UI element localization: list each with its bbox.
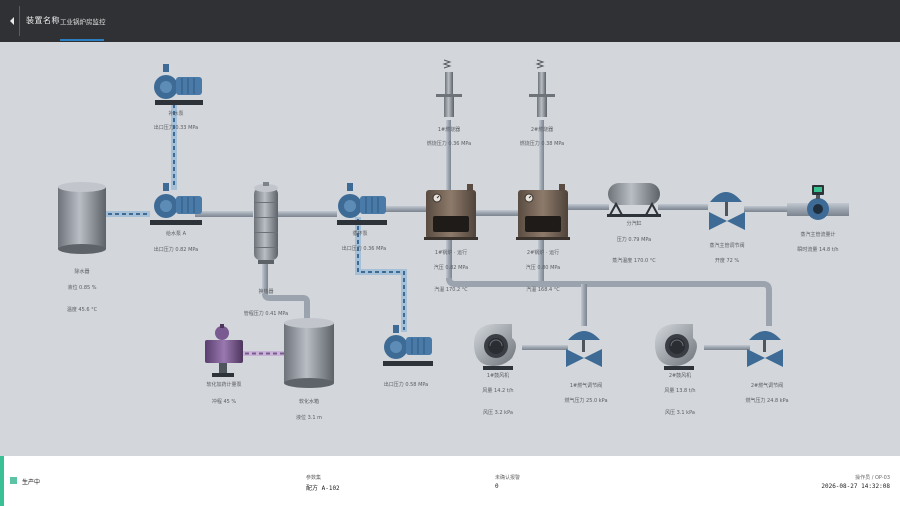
recipe-value: 配方 A-102 [306, 485, 340, 492]
fan2-name: 2#鼓风机 [668, 373, 692, 379]
operator-block: 操作员 / OP-03 2026-08-27 14:32:08 [821, 474, 890, 490]
pump-mid-pressure: 出口压力 0.36 MPa [341, 246, 387, 252]
flow-meter[interactable] [787, 185, 849, 220]
gas-valve-2[interactable] [747, 331, 783, 367]
pump-top-pressure: 出口压力 0.33 MPa [153, 125, 199, 131]
valve-main[interactable] [709, 192, 745, 230]
fan1-flow: 风量 14.2 t/h [482, 388, 514, 394]
dosing-name: 软化加药计量泵 [206, 382, 242, 388]
alarm-label: 未确认报警 [495, 475, 521, 481]
active-tab-indicator [60, 39, 104, 41]
pump-low-pressure: 出口压力 0.58 MPa [383, 382, 429, 388]
deaerator-name: 除水器 [74, 269, 90, 275]
fan2-pressure: 风压 3.1 kPa [665, 410, 695, 416]
boiler1-pressure: 汽压 0.82 MPa [433, 265, 469, 271]
burner1-pressure: 燃烧压力 0.36 MPa [426, 141, 472, 147]
datetime: 2026-08-27 14:32:08 [821, 483, 890, 490]
pump-feed-pressure: 出口压力 0.82 MPa [153, 247, 199, 253]
burner-2[interactable] [529, 59, 555, 117]
pump-mid[interactable] [337, 183, 387, 225]
alarm-block[interactable]: 未确认报警 0 [495, 474, 520, 490]
boiler1-temp: 汽温 170.2 °C [434, 287, 468, 293]
valve-main-opening: 开度 72 % [714, 258, 740, 264]
boiler-2[interactable] [516, 184, 570, 240]
gas-valve1-name: 1#燃气调节阀 [569, 383, 603, 389]
fan1-pressure: 风压 3.2 kPa [483, 410, 513, 416]
watertank-name: 软化水箱 [298, 399, 320, 405]
gas-valve2-name: 2#燃气调节阀 [750, 383, 784, 389]
fan1-name: 1#鼓风机 [486, 373, 510, 379]
pump-top[interactable] [154, 64, 203, 105]
boiler2-temp: 汽温 168.4 °C [526, 287, 560, 293]
flow-pipes [106, 102, 407, 356]
running-status-icon [10, 477, 17, 484]
burner2-pressure: 燃烧压力 0.38 MPa [519, 141, 565, 147]
boiler1-name: 1#锅炉 · 运行 [434, 250, 468, 256]
steam-drum[interactable] [607, 183, 661, 217]
boiler-1[interactable] [424, 184, 478, 240]
boiler2-name: 2#锅炉 · 运行 [526, 250, 560, 256]
deaerator-temp: 温度 45.6 °C [66, 307, 98, 313]
dosing-stroke: 冲程 45 % [211, 399, 237, 405]
header-divider [19, 6, 20, 36]
operator-label: 操作员 / OP-03 [855, 475, 890, 481]
burner-1[interactable] [436, 59, 462, 117]
process-diagram: 除水器 液位 0.85 % 温度 45.6 °C 补水泵 出口压力 0.33 M… [0, 42, 900, 456]
run-state: 生产中 [22, 479, 41, 486]
pump-feed[interactable] [150, 183, 202, 225]
process-graphic [58, 59, 849, 388]
soft-water-tank[interactable] [284, 318, 334, 388]
recipe-block[interactable]: 参数集 配方 A-102 [306, 474, 340, 492]
watertank-level: 液位 3.1 m [295, 415, 323, 421]
deaerator-level: 液位 0.85 % [67, 285, 97, 291]
flowmeter-flow: 瞬时流量 14.8 t/h [797, 247, 839, 253]
top-bar: 装置名称 工业锅炉房监控 [0, 0, 900, 42]
pipes [195, 120, 790, 350]
burner2-name: 2#燃烧器 [530, 127, 554, 133]
drum-pressure: 压力 0.79 MPa [616, 237, 652, 243]
boiler2-pressure: 汽压 0.80 MPa [525, 265, 561, 271]
recipe-label: 参数集 [306, 475, 322, 481]
drum-name: 分汽缸 [626, 221, 642, 227]
status-bar: 生产中 参数集 配方 A-102 未确认报警 0 操作员 / OP-03 202… [0, 456, 900, 506]
pump-feed-name: 给水泵 A [165, 231, 187, 237]
dosing-pump[interactable] [205, 324, 243, 377]
heater-pressure: 管程压力 0.41 MPa [243, 311, 289, 317]
pump-top-name: 补水泵 [168, 111, 184, 117]
gas-valve1-pressure: 燃气压力 25.0 kPa [564, 398, 608, 404]
fan-1[interactable] [474, 324, 516, 370]
pump-low[interactable] [383, 325, 433, 366]
gas-valve2-pressure: 燃气压力 24.8 kPa [745, 398, 789, 404]
valve-main-name: 蒸汽主管调节阀 [709, 243, 745, 249]
status-accent-bar [0, 456, 4, 506]
fan-2[interactable] [655, 324, 697, 370]
pump-mid-name: 循环泵 [352, 231, 368, 237]
heat-exchanger[interactable] [254, 182, 278, 264]
burner1-name: 1#燃烧器 [437, 127, 461, 133]
device-label: 装置名称 [26, 16, 60, 25]
deaerator-tank[interactable] [58, 182, 106, 254]
tab-device-overview[interactable]: 工业锅炉房监控 [60, 18, 106, 26]
chevron-left-icon [10, 17, 14, 25]
heater-name: 换热器 [258, 289, 274, 295]
flowmeter-name: 蒸汽主管流量计 [800, 232, 836, 238]
gas-valve-1[interactable] [566, 331, 602, 367]
fan2-flow: 风量 13.8 t/h [664, 388, 696, 394]
drum-temp: 蒸汽温度 170.0 °C [612, 258, 656, 264]
alarm-count: 0 [495, 483, 499, 490]
back-button[interactable] [4, 7, 20, 35]
